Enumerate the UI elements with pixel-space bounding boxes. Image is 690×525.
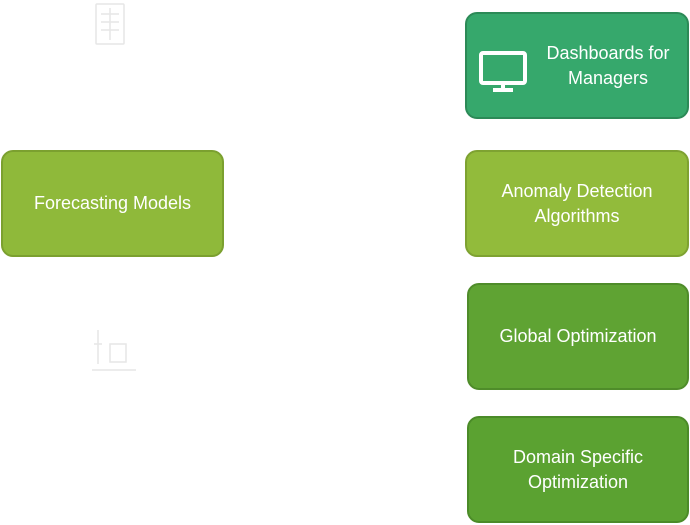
box-domain-specific-optimization: Domain Specific Optimization <box>467 416 689 523</box>
box-forecasting-models: Forecasting Models <box>1 150 224 257</box>
box-label: Forecasting Models <box>33 193 192 213</box>
box-label: Domain Specific Optimization <box>512 446 644 492</box>
box-global-optimization: Global Optimization <box>467 283 689 390</box>
box-label: Dashboards for Managers <box>546 43 670 88</box>
box-label: Anomaly Detection Algorithms <box>501 180 653 226</box>
box-label: Global Optimization <box>499 326 657 346</box>
document-icon <box>93 2 129 46</box>
box-anomaly-detection-algorithms: Anomaly Detection Algorithms <box>465 150 689 257</box>
box-dashboards-for-managers: Dashboards for Managers <box>465 12 689 119</box>
chart-icon <box>88 324 138 374</box>
monitor-icon <box>477 50 529 94</box>
